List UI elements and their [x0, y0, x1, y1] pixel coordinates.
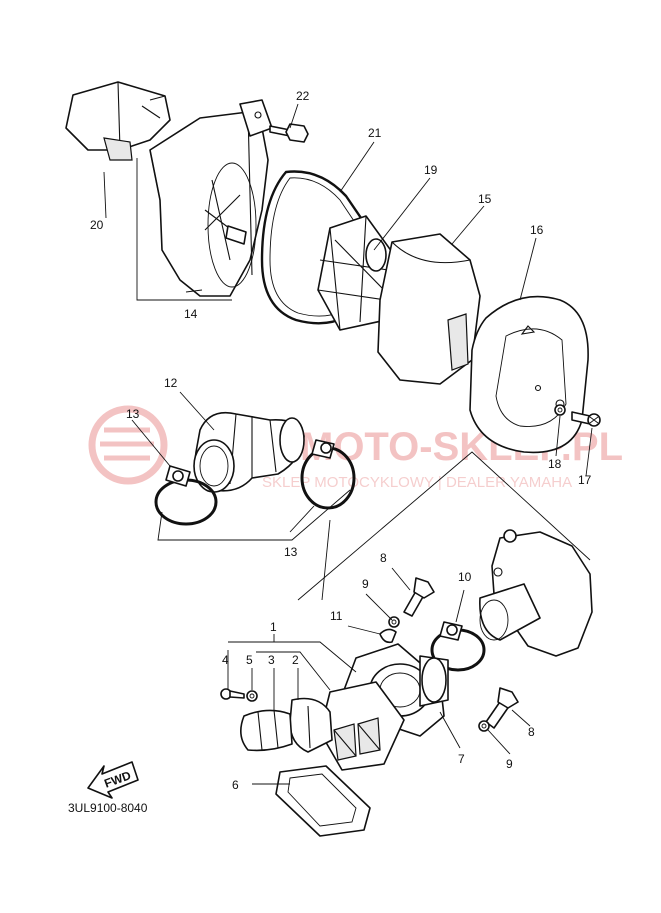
- callout-5: 5: [246, 653, 253, 667]
- joint-hose-12: [193, 411, 305, 493]
- callout-17: 17: [578, 473, 592, 487]
- bolt-8-upper: [403, 577, 435, 617]
- gasket-21: [260, 170, 378, 325]
- callout-7: 7: [458, 752, 465, 766]
- cover-16: [469, 295, 589, 454]
- callout-18: 18: [548, 457, 562, 471]
- callout-14: 14: [184, 307, 198, 321]
- callout-21: 21: [368, 126, 382, 140]
- callout-15: 15: [478, 192, 492, 206]
- callout-20: 20: [90, 218, 104, 232]
- callout-3: 3: [268, 653, 275, 667]
- callout-11: 11: [330, 609, 343, 623]
- callout-12: 12: [164, 376, 178, 390]
- gasket-6: [275, 765, 371, 837]
- callout-2: 2: [292, 653, 299, 667]
- carb-group: [220, 529, 593, 837]
- callout-13-right: 13: [284, 545, 298, 559]
- callout-16: 16: [530, 223, 544, 237]
- airbox-group: [65, 81, 601, 454]
- air-box: [149, 99, 273, 297]
- lock-washer-11: [379, 628, 397, 644]
- callout-19: 19: [424, 163, 438, 177]
- fwd-arrow: FWD: [87, 761, 139, 799]
- callout-1: 1: [270, 620, 277, 634]
- reed-petal-3: [240, 709, 293, 752]
- clamp-13-left: [154, 465, 218, 526]
- clamp-13-right: [300, 439, 356, 510]
- callout-10: 10: [458, 570, 472, 584]
- watermark-logo: [88, 405, 168, 485]
- callout-22: 22: [296, 89, 310, 103]
- intake-duct: [65, 81, 171, 161]
- filter-frame-19: [317, 215, 393, 331]
- screw-17: [571, 411, 601, 427]
- callout-labels: 22 21 19 15 16 20 14 12 13 13 18 17 8 9 …: [68, 89, 592, 815]
- reed-plate-2: [289, 697, 333, 753]
- washer-9-lower: [478, 720, 490, 732]
- joint-group: [154, 411, 356, 526]
- leader-lines: [103, 103, 593, 785]
- bolt-8-lower: [485, 687, 519, 729]
- callout-13-left: 13: [126, 407, 140, 421]
- clamp-10: [430, 621, 486, 672]
- washer-5: [246, 690, 258, 702]
- reed-valve-block: [319, 681, 405, 771]
- callout-4: 4: [222, 653, 229, 667]
- callout-9-upper: 9: [362, 577, 369, 591]
- callout-8-upper: 8: [380, 551, 387, 565]
- watermark-subtext: SKLEP MOTOCYKLOWY | DEALER YAMAHA: [262, 474, 572, 491]
- carburetor: [479, 529, 593, 657]
- diagram-code: 3UL9100-8040: [68, 801, 148, 815]
- callout-9-lower: 9: [506, 757, 513, 771]
- callout-8-lower: 8: [528, 725, 535, 739]
- bolt-22: [269, 123, 309, 143]
- screw-4: [220, 688, 245, 700]
- washer-18: [554, 404, 566, 416]
- air-filter-15: [377, 233, 481, 385]
- callout-6: 6: [232, 778, 239, 792]
